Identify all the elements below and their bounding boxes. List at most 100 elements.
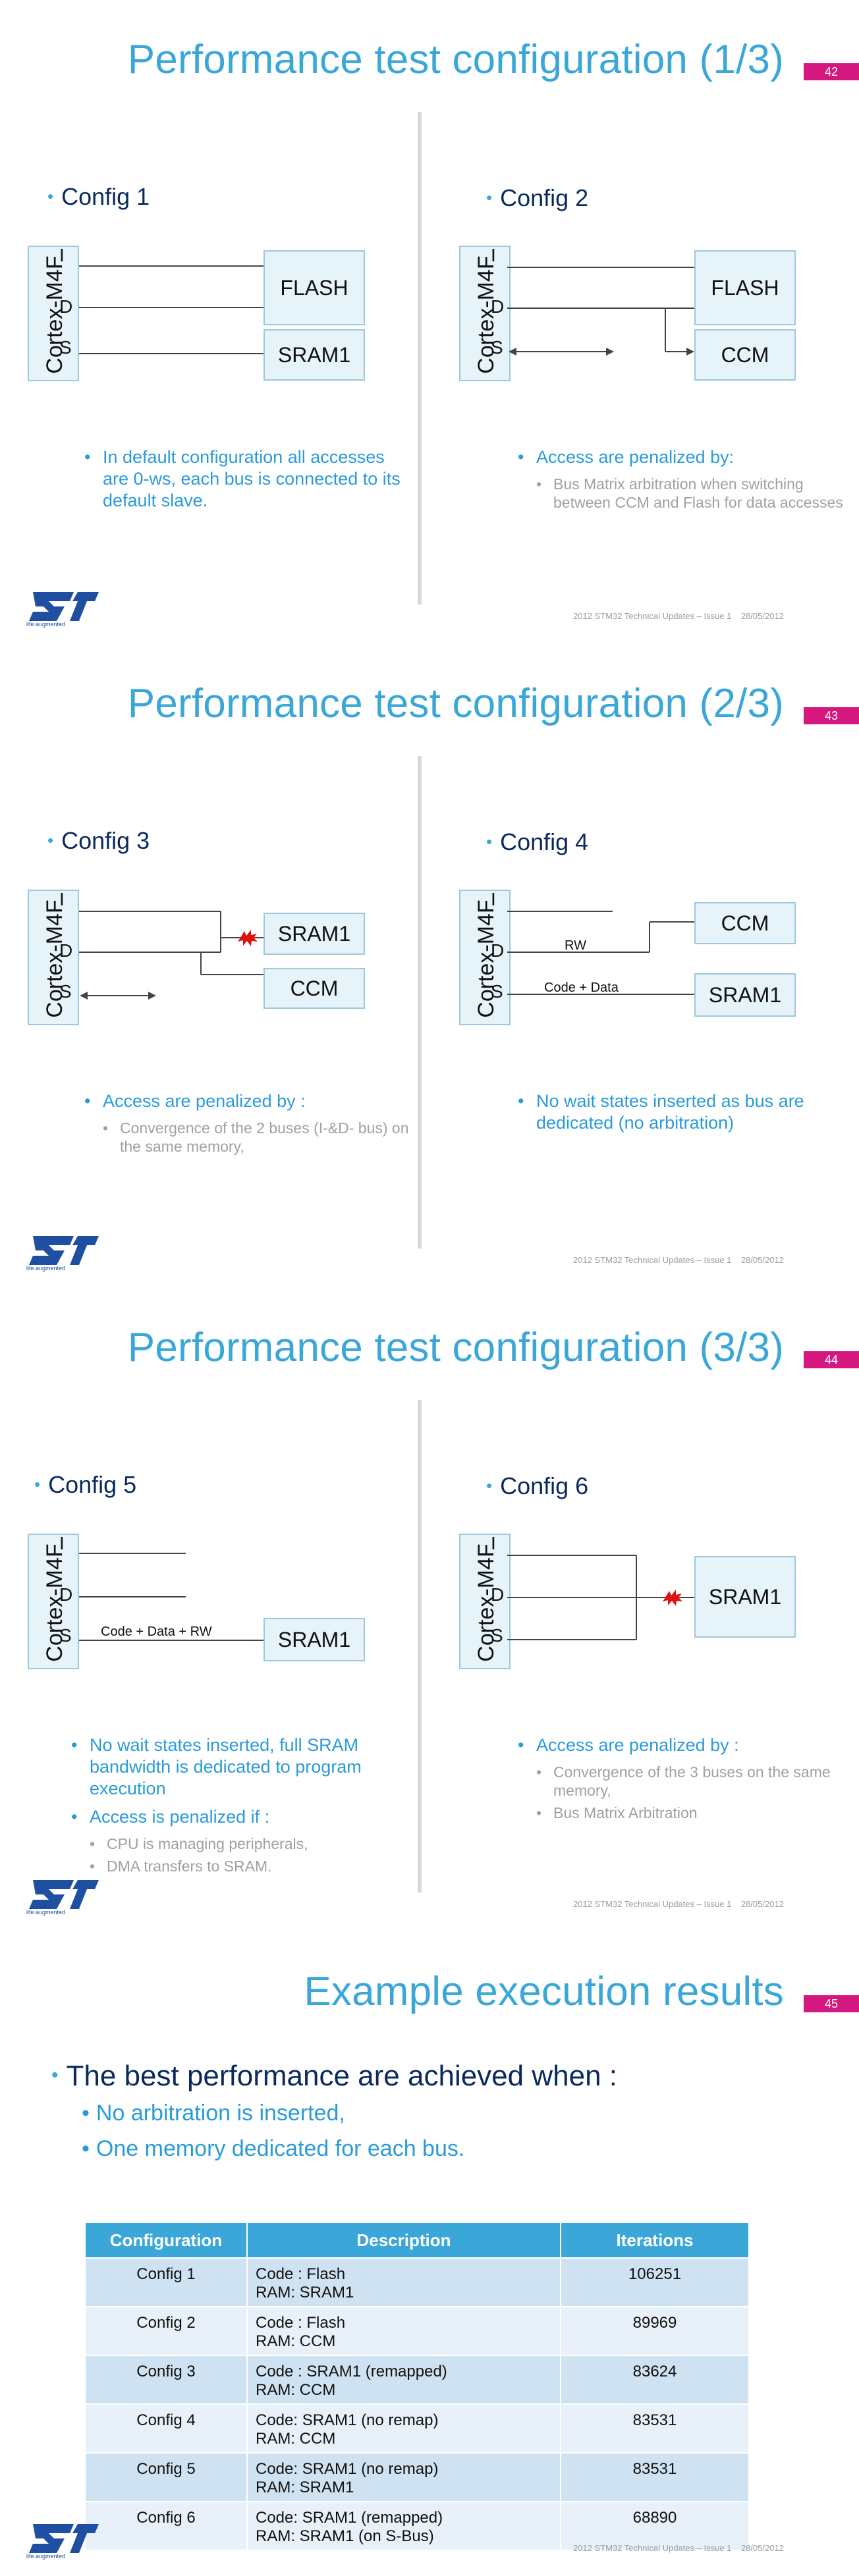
sram1-block: SRAM1 <box>694 973 796 1017</box>
slide-45: Example execution results 45 •The best p… <box>0 1932 859 2576</box>
sub-bullet: Convergence of the 3 buses on the same m… <box>536 1763 859 1800</box>
bus-s-wire <box>79 353 263 354</box>
config-heading-text: Config 5 <box>48 1471 137 1498</box>
cell-config: Config 3 <box>84 2355 248 2405</box>
bus-i-wire <box>79 1553 186 1554</box>
bullet: Access is penalized if : <box>71 1806 414 1828</box>
slide-title: Performance test configuration (2/3) <box>127 681 784 726</box>
cell-description: Code: SRAM1 (remapped) RAM: SRAM1 (on S-… <box>246 2501 561 2551</box>
port-i: I <box>491 1533 496 1553</box>
config-1-heading: •Config 1 <box>47 183 150 210</box>
column-header-description: Description <box>246 2222 561 2259</box>
footer: 2012 STM32 Technical Updates – Issue 1 2… <box>573 2543 784 2553</box>
port-d: D <box>59 1584 73 1605</box>
config-2-bus-wiring <box>507 267 694 356</box>
cpu-block: Cortex-M4F <box>459 890 511 1025</box>
cell-config: Config 5 <box>84 2452 248 2502</box>
config-heading-text: Config 6 <box>500 1472 589 1499</box>
config-1-bullets: In default configuration all accesses ar… <box>84 446 414 518</box>
config-heading-text: Config 2 <box>500 184 589 211</box>
config-4-bus-wiring <box>507 911 694 995</box>
config-5-heading: •Config 5 <box>34 1471 137 1498</box>
sram1-block: SRAM1 <box>263 1618 365 1661</box>
wire-label-code-data: Code + Data <box>544 980 619 995</box>
column-divider <box>418 756 422 1248</box>
slide-title: Example execution results <box>304 1969 784 2014</box>
slide-44: Performance test configuration (3/3) 44 … <box>0 1288 859 1932</box>
port-s: S <box>59 1625 72 1646</box>
port-s: S <box>491 981 503 1002</box>
bullet: Access are penalized by : <box>84 1090 414 1112</box>
table-row: Config 5 Code: SRAM1 (no remap) RAM: SRA… <box>84 2452 750 2502</box>
config-heading-text: Config 4 <box>500 828 589 855</box>
sub-bullet: DMA transfers to SRAM. <box>90 1857 414 1875</box>
sub-bullet: Convergence of the 2 buses (I-&D- bus) o… <box>103 1119 414 1156</box>
bullet: No wait states inserted, full SRAM bandw… <box>71 1734 414 1800</box>
bus-d-wire <box>79 1596 186 1597</box>
sub-bullet: CPU is managing peripherals, <box>90 1835 414 1853</box>
port-s: S <box>59 337 72 358</box>
slide-title: Performance test configuration (1/3) <box>127 37 784 82</box>
port-d: D <box>59 940 73 961</box>
logo-tagline: life.augmented <box>26 1265 65 1272</box>
bullet: No wait states inserted as bus are dedic… <box>518 1090 859 1134</box>
table-row: Config 3 Code : SRAM1 (remapped) RAM: CC… <box>84 2355 750 2405</box>
config-6-bullets: Access are penalized by : Convergence of… <box>518 1734 859 1826</box>
st-logo: life.augmented <box>26 1880 99 1916</box>
config-heading-text: Config 1 <box>61 183 150 210</box>
port-s: S <box>491 1625 503 1646</box>
port-i: I <box>491 889 496 909</box>
config-3-bus-wiring <box>79 911 263 1000</box>
column-header-configuration: Configuration <box>84 2222 248 2259</box>
main-bullet: •The best performance are achieved when … <box>51 2060 617 2092</box>
cpu-block: Cortex-M4F <box>459 246 511 381</box>
wire-label-rw: RW <box>565 938 586 953</box>
ccm-block: CCM <box>694 902 796 944</box>
page-number-badge: 43 <box>804 707 859 724</box>
config-3-heading: •Config 3 <box>47 827 150 854</box>
table-row: Config 4 Code: SRAM1 (no remap) RAM: CCM… <box>84 2403 750 2454</box>
cell-config: Config 4 <box>84 2403 248 2454</box>
ccm-block: CCM <box>694 329 796 381</box>
cell-description: Code : SRAM1 (remapped) RAM: CCM <box>246 2355 561 2405</box>
table-row: Config 6 Code: SRAM1 (remapped) RAM: SRA… <box>84 2501 750 2551</box>
cell-config: Config 2 <box>84 2306 248 2356</box>
bullet: Access are penalized by : <box>518 1734 859 1756</box>
st-logo: life.augmented <box>26 1236 99 1272</box>
footer: 2012 STM32 Technical Updates – Issue 1 2… <box>573 611 784 621</box>
cell-iterations: 83624 <box>560 2355 750 2405</box>
cell-iterations: 83531 <box>560 2403 750 2454</box>
cpu-block: Cortex-M4F <box>28 890 79 1025</box>
flash-block: FLASH <box>263 250 365 325</box>
cpu-block: Cortex-M4F <box>459 1534 511 1669</box>
flash-block: FLASH <box>694 250 796 325</box>
config-4-heading: •Config 4 <box>486 828 589 855</box>
cell-iterations: 106251 <box>560 2257 750 2307</box>
cell-config: Config 1 <box>84 2257 248 2307</box>
sub-bullet: •One memory dedicated for each bus. <box>82 2136 465 2161</box>
table-row: Config 1 Code : Flash RAM: SRAM1 106251 <box>84 2257 750 2307</box>
cpu-block: Cortex-M4F <box>28 246 79 381</box>
port-s: S <box>59 981 72 1002</box>
config-6-heading: •Config 6 <box>486 1472 589 1499</box>
port-d: D <box>491 940 505 961</box>
page-number-badge: 45 <box>804 1995 859 2012</box>
config-2-heading: •Config 2 <box>486 184 589 211</box>
slide-43: Performance test configuration (2/3) 43 … <box>0 644 859 1288</box>
config-4-bullets: No wait states inserted as bus are dedic… <box>518 1090 859 1140</box>
cell-iterations: 68890 <box>560 2501 750 2551</box>
sub-bullet: •No arbitration is inserted, <box>82 2101 345 2126</box>
cell-config: Config 6 <box>84 2501 248 2551</box>
main-bullet-text: The best performance are achieved when : <box>66 2060 617 2092</box>
st-logo: life.augmented <box>26 2524 99 2560</box>
column-divider <box>418 112 422 604</box>
cell-iterations: 83531 <box>560 2452 750 2502</box>
sub-bullet: Bus Matrix Arbitration <box>536 1804 859 1822</box>
port-i: I <box>59 245 65 265</box>
footer: 2012 STM32 Technical Updates – Issue 1 2… <box>573 1899 784 1909</box>
port-d: D <box>491 296 505 317</box>
column-header-iterations: Iterations <box>560 2222 750 2259</box>
config-3-bullets: Access are penalized by : Convergence of… <box>84 1090 414 1160</box>
congestion-burst-icon <box>663 1590 682 1606</box>
slide-title: Performance test configuration (3/3) <box>127 1325 784 1370</box>
